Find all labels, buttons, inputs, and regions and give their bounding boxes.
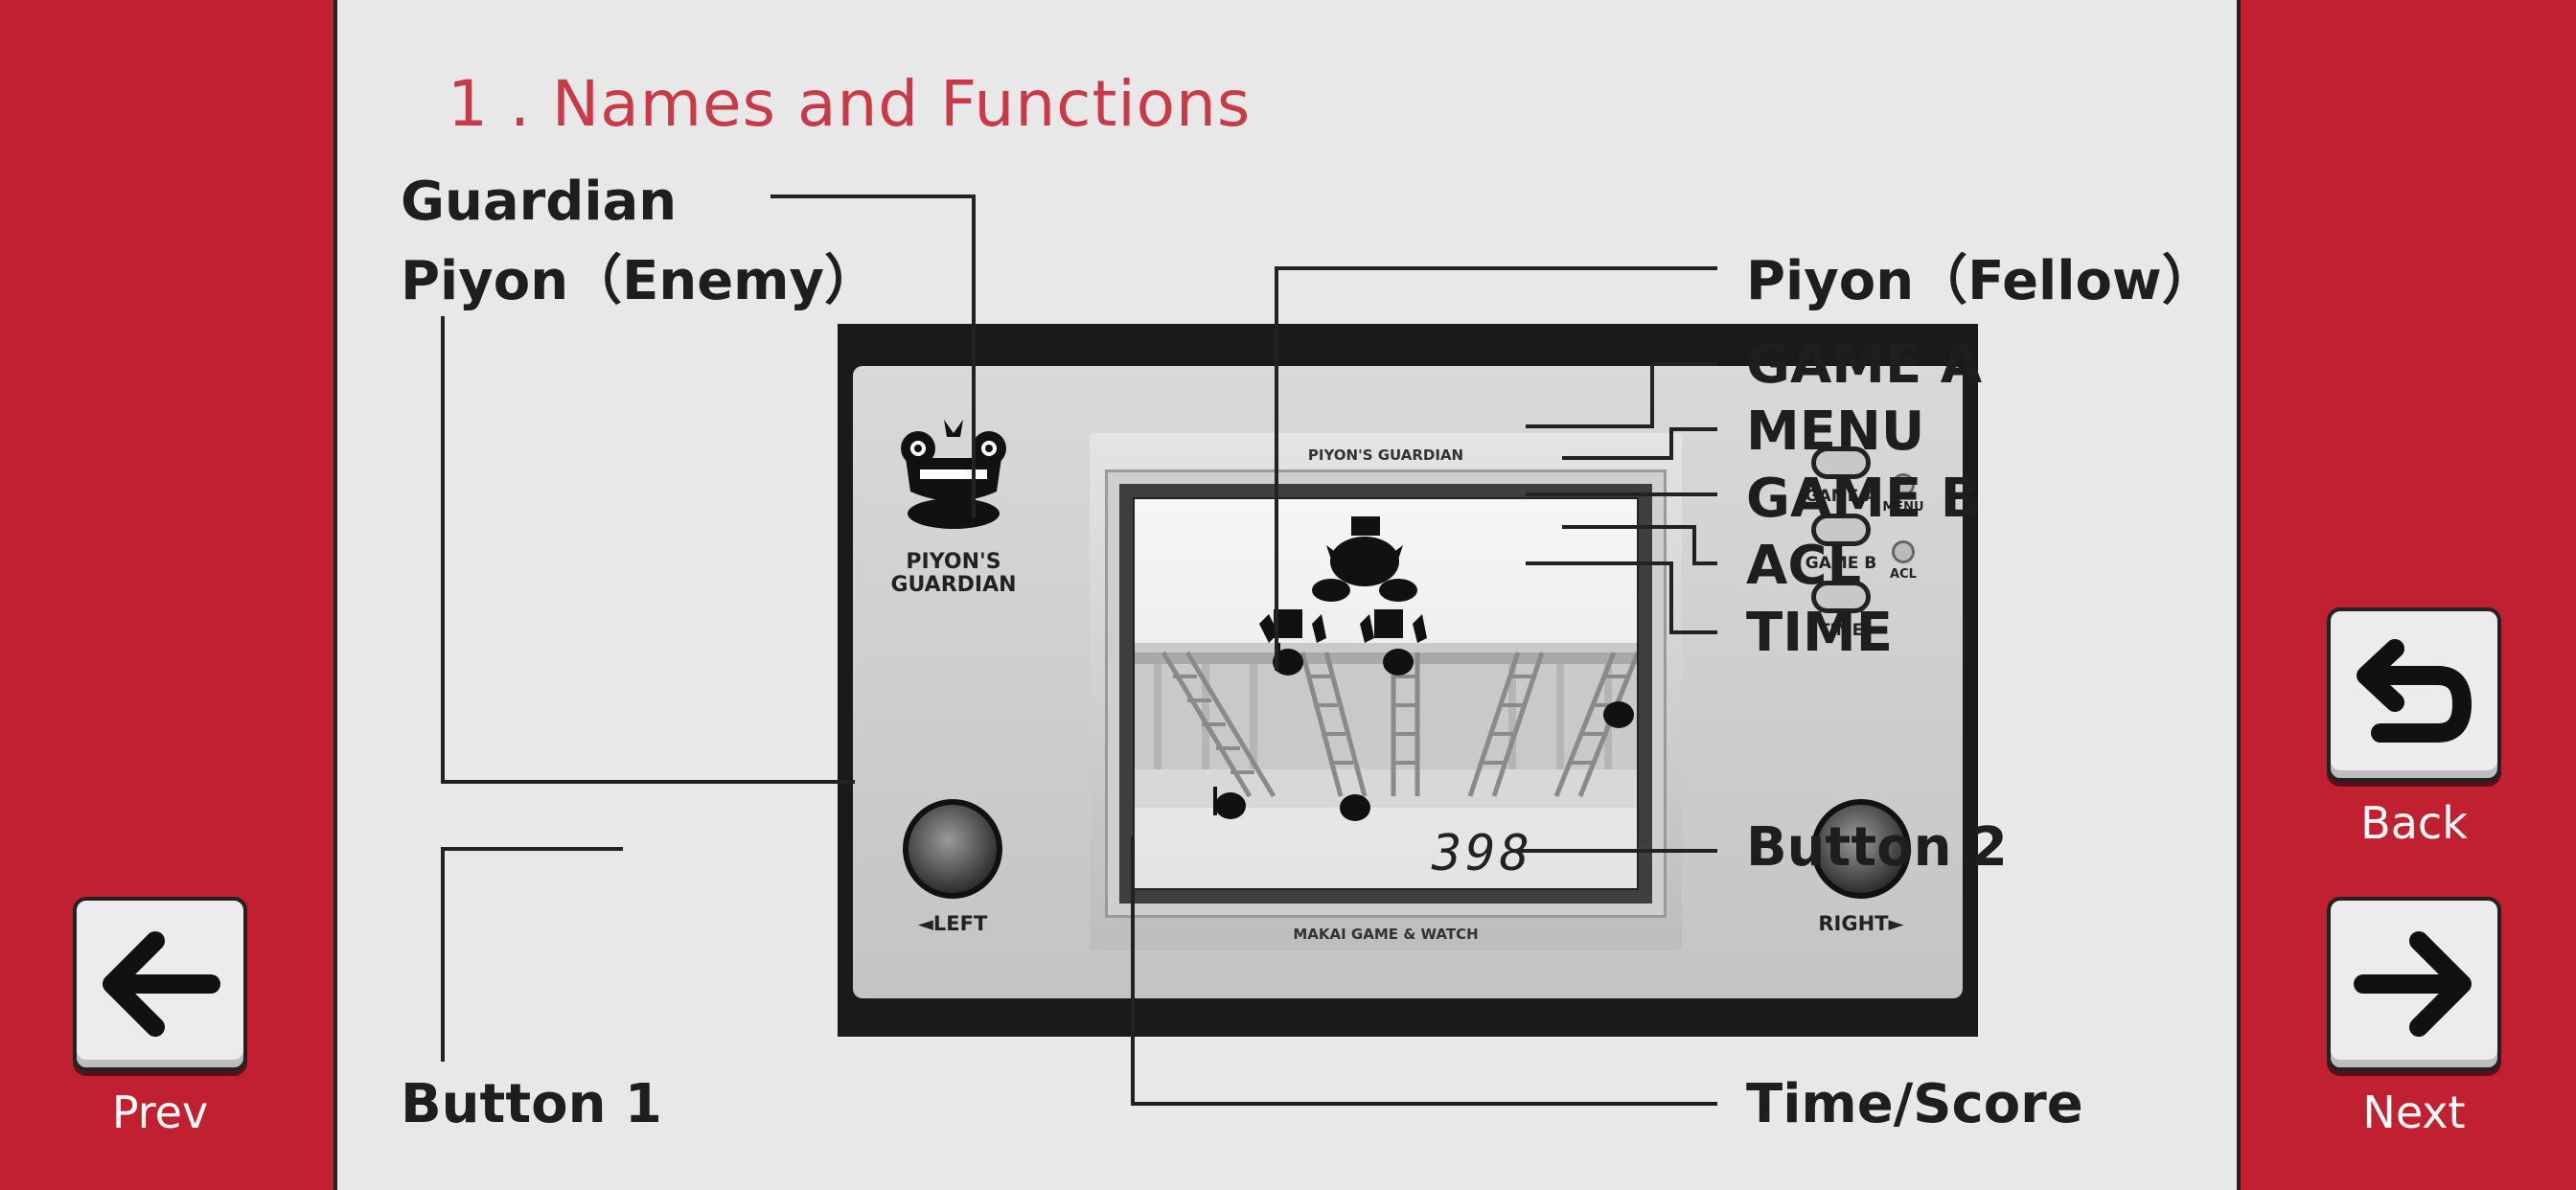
game-b-button[interactable] xyxy=(1811,514,1871,546)
prev-label: Prev xyxy=(111,1087,209,1138)
label-game-a: GAME A xyxy=(1746,333,1983,396)
game-b-button-label: GAME B xyxy=(1805,554,1877,573)
label-menu: MENU xyxy=(1746,400,1925,463)
acl-button[interactable] xyxy=(1892,540,1915,563)
manual-page: 1 . Names and Functions PIYON'S GUARDIAN… xyxy=(334,0,2241,1190)
time-score-display: 398 xyxy=(1432,825,1533,882)
screen-frame: PIYON'S GUARDIAN xyxy=(1090,433,1682,950)
frame-top-text: PIYON'S GUARDIAN xyxy=(1307,446,1464,464)
left-button[interactable] xyxy=(903,799,1002,899)
label-acl: ACL xyxy=(1746,535,1862,597)
label-game-b: GAME B xyxy=(1746,468,1982,530)
logo-text-line1: PIYON'S xyxy=(906,550,1001,574)
next-button[interactable] xyxy=(2327,897,2501,1071)
label-button-1: Button 1 xyxy=(401,1073,662,1135)
acl-button-label: ACL xyxy=(1890,567,1917,582)
page-title: 1 . Names and Functions xyxy=(448,67,1252,141)
back-label: Back xyxy=(2360,797,2468,849)
game-scene-icon xyxy=(1135,516,1637,821)
label-time: TIME xyxy=(1746,602,1894,664)
time-button[interactable] xyxy=(1811,581,1871,613)
device-illustration: PIYON'S GUARDIAN PIYON'S GUARDIAN xyxy=(838,324,1978,1037)
screen-bezel: 398 xyxy=(1105,469,1667,918)
screen-border: 398 xyxy=(1119,484,1652,904)
prev-button[interactable] xyxy=(73,897,247,1071)
logo-text-line2: GUARDIAN xyxy=(890,573,1017,597)
menu-button-label: MENU xyxy=(1882,500,1924,515)
label-piyon-fellow: Piyon（Fellow） xyxy=(1746,250,2216,312)
menu-button[interactable] xyxy=(1892,473,1915,496)
game-a-button[interactable] xyxy=(1811,446,1871,479)
game-a-button-label: GAME A xyxy=(1805,487,1877,506)
callout-lines xyxy=(441,195,1717,1106)
label-piyon-enemy: Piyon（Enemy） xyxy=(401,250,879,312)
right-button-label: RIGHT► xyxy=(1818,912,1904,935)
return-arrow-icon xyxy=(2357,639,2472,743)
label-time-score: Time/Score xyxy=(1746,1073,2083,1135)
arrow-left-icon xyxy=(103,931,220,1037)
back-button[interactable] xyxy=(2327,607,2501,782)
next-label: Next xyxy=(2362,1087,2466,1138)
left-button-label: ◄LEFT xyxy=(917,912,988,935)
frame-bottom-text: MAKAI GAME & WATCH xyxy=(1293,926,1479,943)
time-button-label: TIME xyxy=(1818,621,1864,640)
arrow-right-icon xyxy=(2354,931,2472,1037)
device-body: PIYON'S GUARDIAN PIYON'S GUARDIAN xyxy=(853,366,1963,998)
label-button-2: Button 2 xyxy=(1746,816,2008,879)
piyon-logo-icon xyxy=(901,420,1006,529)
label-guardian: Guardian xyxy=(401,171,678,233)
right-button[interactable] xyxy=(1811,799,1911,899)
